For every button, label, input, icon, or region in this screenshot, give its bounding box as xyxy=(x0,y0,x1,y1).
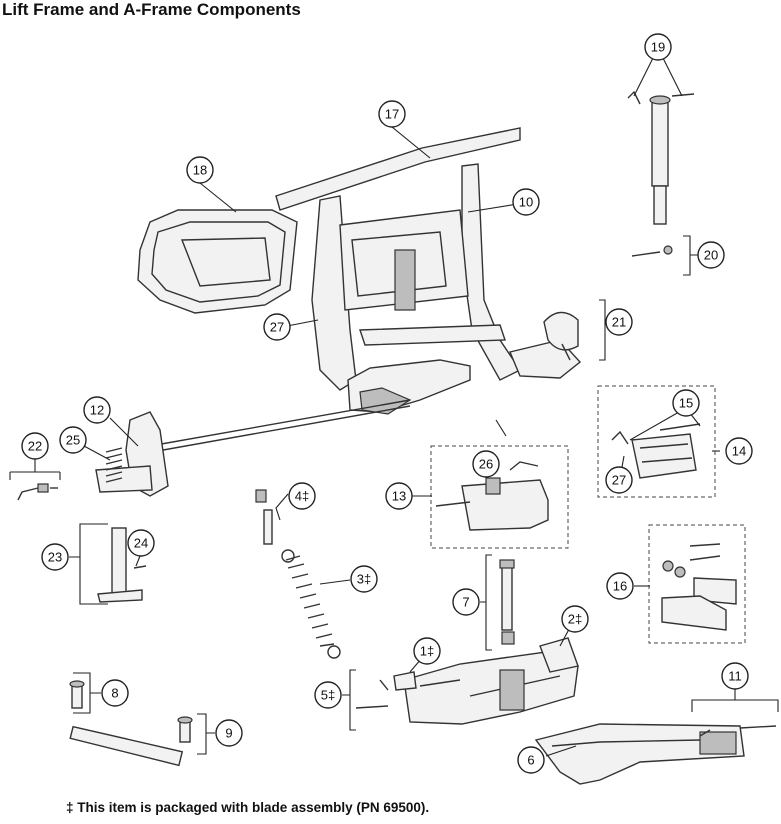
group-box-14 xyxy=(597,385,716,498)
callout-13: 13 xyxy=(385,482,413,510)
callout-16: 16 xyxy=(606,572,634,600)
callout-3-label: 3‡ xyxy=(357,572,371,587)
callout-9: 9 xyxy=(215,719,243,747)
callout-26-label: 26 xyxy=(479,457,493,472)
callout-15: 15 xyxy=(672,389,700,417)
part-18-cover xyxy=(137,209,298,314)
diagram-title: Lift Frame and A-Frame Components xyxy=(2,0,301,19)
callout-7-label: 7 xyxy=(462,595,469,610)
callout-19: 19 xyxy=(644,33,672,61)
part-26-clip xyxy=(509,461,539,471)
part-16-plates xyxy=(661,543,737,631)
part-25-spring xyxy=(105,447,123,483)
part-21-hitch xyxy=(543,311,579,361)
callout-27-frame: 27 xyxy=(263,313,291,341)
part-20-bolt xyxy=(631,245,673,257)
callout-3: 3‡ xyxy=(350,565,378,593)
callout-20: 20 xyxy=(697,241,725,269)
part-2-a-frame-front xyxy=(403,637,579,725)
part-22-pin xyxy=(17,483,58,501)
callout-26: 26 xyxy=(472,450,500,478)
part-shaft xyxy=(69,725,184,767)
part-1-plate xyxy=(379,671,417,691)
callout-5: 5‡ xyxy=(314,681,342,709)
callout-10: 10 xyxy=(512,188,540,216)
part-6-a-frame xyxy=(534,723,745,785)
callout-18-label: 18 xyxy=(193,163,207,178)
part-14-bracket xyxy=(631,433,697,479)
callout-11: 11 xyxy=(721,662,749,690)
part-11-pin xyxy=(699,725,777,737)
part-12-lift-arm xyxy=(95,399,411,497)
part-3-spring xyxy=(281,549,341,659)
callout-15-label: 15 xyxy=(679,396,693,411)
callout-27-bracket: 27 xyxy=(605,466,633,494)
group-box-13 xyxy=(430,445,569,549)
part-4-eyebolt xyxy=(255,489,273,545)
callout-25: 25 xyxy=(59,426,87,454)
part-13-bracket xyxy=(435,477,549,531)
part-10-lift-frame xyxy=(275,127,582,415)
part-8-pin xyxy=(69,680,85,709)
callout-8-label: 8 xyxy=(111,686,118,701)
callout-23: 23 xyxy=(41,543,69,571)
callout-22: 22 xyxy=(21,432,49,460)
callout-6-label: 6 xyxy=(527,753,534,768)
callout-10-label: 10 xyxy=(519,195,533,210)
callout-12: 12 xyxy=(83,396,111,424)
part-9-pin xyxy=(177,716,193,743)
part-23-jack-stand xyxy=(97,527,143,603)
callout-4: 4‡ xyxy=(288,482,316,510)
callout-19-label: 19 xyxy=(651,40,665,55)
group-box-16 xyxy=(648,524,746,644)
callout-20-label: 20 xyxy=(704,248,718,263)
callout-9-label: 9 xyxy=(225,726,232,741)
callout-5-label: 5‡ xyxy=(321,688,335,703)
callout-1: 1‡ xyxy=(413,637,441,665)
part-15-pins xyxy=(611,423,701,445)
callout-1-label: 1‡ xyxy=(420,644,434,659)
callout-4-label: 4‡ xyxy=(295,489,309,504)
callout-8: 8 xyxy=(101,679,129,707)
callout-16-label: 16 xyxy=(613,579,627,594)
footnote: ‡ This item is packaged with blade assem… xyxy=(66,800,430,815)
callout-6: 6 xyxy=(517,746,545,774)
callout-21: 21 xyxy=(605,308,633,336)
callout-17-label: 17 xyxy=(385,107,399,122)
callout-27-bracket-label: 27 xyxy=(612,473,626,488)
callout-22-label: 22 xyxy=(28,439,42,454)
callout-11-label: 11 xyxy=(728,669,742,684)
part-7-bolt xyxy=(499,559,515,645)
part-5-pin xyxy=(355,705,389,709)
callout-27-frame-label: 27 xyxy=(270,320,284,335)
callout-14-label: 14 xyxy=(732,444,746,459)
callout-12-label: 12 xyxy=(90,403,104,418)
callout-14: 14 xyxy=(725,437,753,465)
callout-24: 24 xyxy=(127,529,155,557)
callout-7: 7 xyxy=(452,588,480,616)
part-24-pin xyxy=(133,565,147,569)
callout-25-label: 25 xyxy=(66,433,80,448)
callout-17: 17 xyxy=(378,100,406,128)
callout-23-label: 23 xyxy=(48,550,62,565)
part-19-pin xyxy=(627,90,695,225)
callout-18: 18 xyxy=(186,156,214,184)
callout-2: 2‡ xyxy=(561,605,589,633)
callout-2-label: 2‡ xyxy=(568,612,582,627)
callout-21-label: 21 xyxy=(612,315,626,330)
callout-13-label: 13 xyxy=(392,489,406,504)
callout-24-label: 24 xyxy=(134,536,148,551)
